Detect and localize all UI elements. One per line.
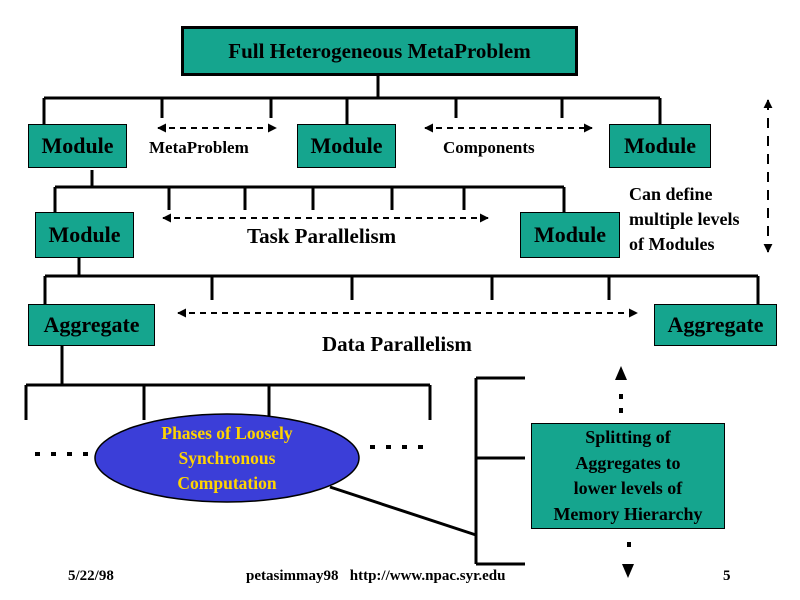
aggregate-label: Aggregate [667,312,764,337]
phases-text: Phases of Loosely Synchronous Computatio… [95,414,359,502]
levels-note-line: of Modules [629,234,715,254]
module-label: Module [48,222,121,247]
footer-source: petasimmay98 http://www.npac.syr.edu [246,568,506,584]
title-text: Full Heterogeneous MetaProblem [228,38,531,63]
module-label: Module [310,133,383,158]
level2-connectors [53,170,566,212]
module-box-l1-3: Module [609,124,711,168]
title-box: Full Heterogeneous MetaProblem [181,26,578,76]
module-box-l2-2: Module [520,212,620,258]
module-label: Module [41,133,114,158]
aggregate-label: Aggregate [43,312,140,337]
level1-connectors [42,76,662,124]
module-box-l1-2: Module [297,124,396,168]
phases-dots [35,445,423,456]
splitting-box: Splitting of Aggregates to lower levels … [531,423,725,529]
module-box-l2-1: Module [35,212,134,258]
metaproblem-label: MetaProblem [149,138,249,157]
levels-note-line: multiple levels [629,209,740,229]
aggregate-box-1: Aggregate [28,304,155,346]
phases-ellipse [94,413,360,503]
splitting-vertical-arrow [615,366,634,578]
module-label: Module [533,222,607,247]
memory-bracket [329,376,525,566]
splitting-line: Aggregates to [575,452,681,473]
phases-line: Synchronous [178,447,276,468]
footer-page-number: 5 [723,568,731,584]
footer-date: 5/22/98 [68,568,114,584]
module-box-l1-1: Module [28,124,127,168]
phases-line: Computation [177,472,277,493]
phases-line: Phases of Loosely [161,422,293,443]
task-parallelism-label: Task Parallelism [247,224,397,248]
splitting-line: Memory Hierarchy [553,503,703,524]
components-label: Components [443,138,535,157]
data-parallelism-label: Data Parallelism [322,332,472,356]
aggregate-box-2: Aggregate [654,304,777,346]
phases-connectors [24,346,432,420]
level3-connectors [43,258,760,304]
levels-note: Can define multiple levels of Modules [629,182,740,257]
module-label: Module [623,133,697,158]
levels-note-line: Can define [629,184,713,204]
splitting-line: Splitting of [585,427,671,447]
splitting-line: lower levels of [573,478,683,498]
